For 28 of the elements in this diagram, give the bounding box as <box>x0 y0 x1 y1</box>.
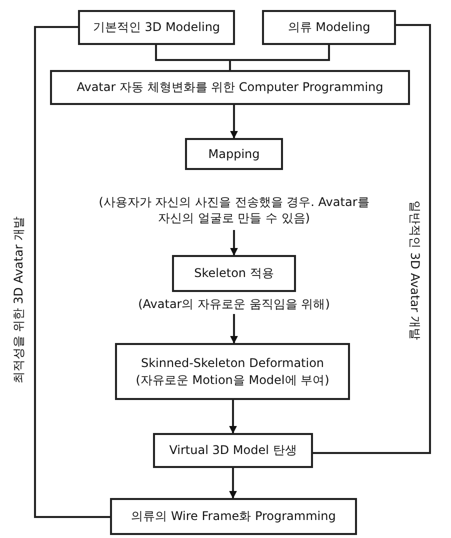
box-text: Skeleton 적용 <box>194 265 274 282</box>
box-text: (자유로운 Motion을 Model에 부여) <box>136 372 330 388</box>
box-text: Skinned-Skeleton Deformation <box>140 355 324 372</box>
edge-label: 일반적인 3D Avatar 개발 <box>406 198 422 342</box>
arrow <box>230 230 238 256</box>
box-text: 기본적인 3D Modeling <box>92 19 220 36</box>
box-text: 의류 Modeling <box>288 19 370 36</box>
process-box <box>50 70 410 105</box>
process-box <box>172 255 296 292</box>
process-box <box>185 138 283 170</box>
process-box <box>153 433 313 468</box>
arrow <box>229 468 237 499</box>
box-text: Avatar 자동 체형변화를 위한 Computer Programming <box>76 79 384 96</box>
process-box <box>78 10 235 45</box>
arrow <box>230 105 238 139</box>
connector-line <box>313 24 431 454</box>
box-text: Virtual 3D Model 탄생 <box>169 442 297 459</box>
connector-line <box>229 45 330 70</box>
process-box <box>110 498 357 535</box>
arrow <box>229 400 237 434</box>
process-box <box>262 10 396 45</box>
note-text: (사용자가 자신의 사진을 전송했을 경우. Avatar를 자신의 얼굴로 만들 수 있음) <box>98 194 370 226</box>
note-text: (Avatar의 자유로운 움직임을 위해) <box>138 296 330 312</box>
box-text: Mapping <box>208 146 260 162</box>
box-text: 의류의 Wire Frame화 Programming <box>131 508 336 525</box>
arrow <box>230 314 238 344</box>
connector-line <box>34 26 110 518</box>
process-box <box>115 343 350 400</box>
